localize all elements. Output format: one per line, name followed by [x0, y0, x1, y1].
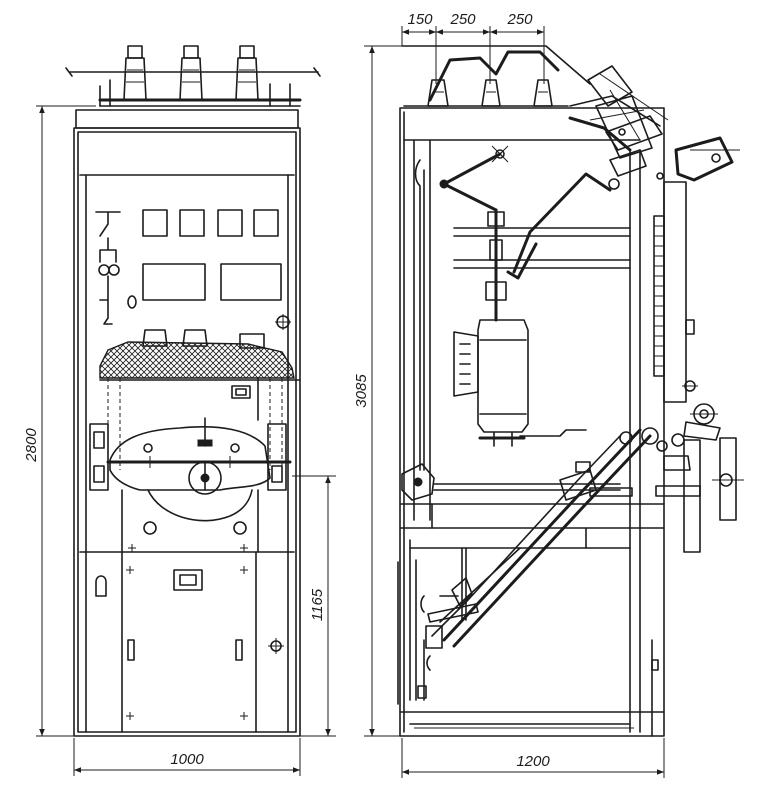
dim-side-depth: 1200	[401, 738, 665, 778]
front-hatched-partition	[99, 341, 295, 379]
side-breaker-pole	[453, 208, 587, 447]
dim-front-width: 1000	[73, 738, 301, 776]
front-instrument-panel	[95, 209, 291, 349]
side-left-support	[401, 463, 435, 501]
dim-front-width-label: 1000	[170, 751, 204, 768]
dim-side-top: 150 250 250	[401, 11, 545, 84]
dim-top-150-label: 150	[407, 11, 433, 28]
side-upper-compartment	[414, 145, 631, 471]
side-cabinet-outline	[399, 107, 665, 737]
dim-front-height-label: 2800	[23, 428, 40, 463]
front-top-cap	[75, 109, 299, 129]
dim-front-lower-label: 1165	[309, 588, 326, 621]
dim-side-height-label: 3085	[353, 374, 370, 408]
front-insulators	[98, 45, 302, 107]
dim-front-height: 2800	[23, 105, 96, 737]
side-cable-head	[674, 136, 734, 182]
side-truck-rails	[420, 428, 652, 671]
side-lower-mechanism	[619, 403, 744, 553]
front-view: 1000 2800 1165	[23, 45, 336, 776]
front-lower-door	[79, 544, 295, 733]
side-top-profile	[401, 45, 661, 127]
side-lower-compartment	[397, 527, 659, 737]
side-view: 1200 3085 150 250 250	[353, 11, 744, 778]
dim-side-depth-label: 1200	[516, 753, 550, 770]
side-right-panel	[653, 172, 698, 403]
front-breaker-compartment	[89, 377, 301, 553]
dim-top-250b-label: 250	[506, 11, 533, 28]
side-inclined-bushing	[568, 65, 669, 177]
dim-top-250a-label: 250	[449, 11, 476, 28]
dim-side-height: 3085	[353, 45, 402, 737]
dim-front-lower: 1165	[292, 475, 336, 737]
